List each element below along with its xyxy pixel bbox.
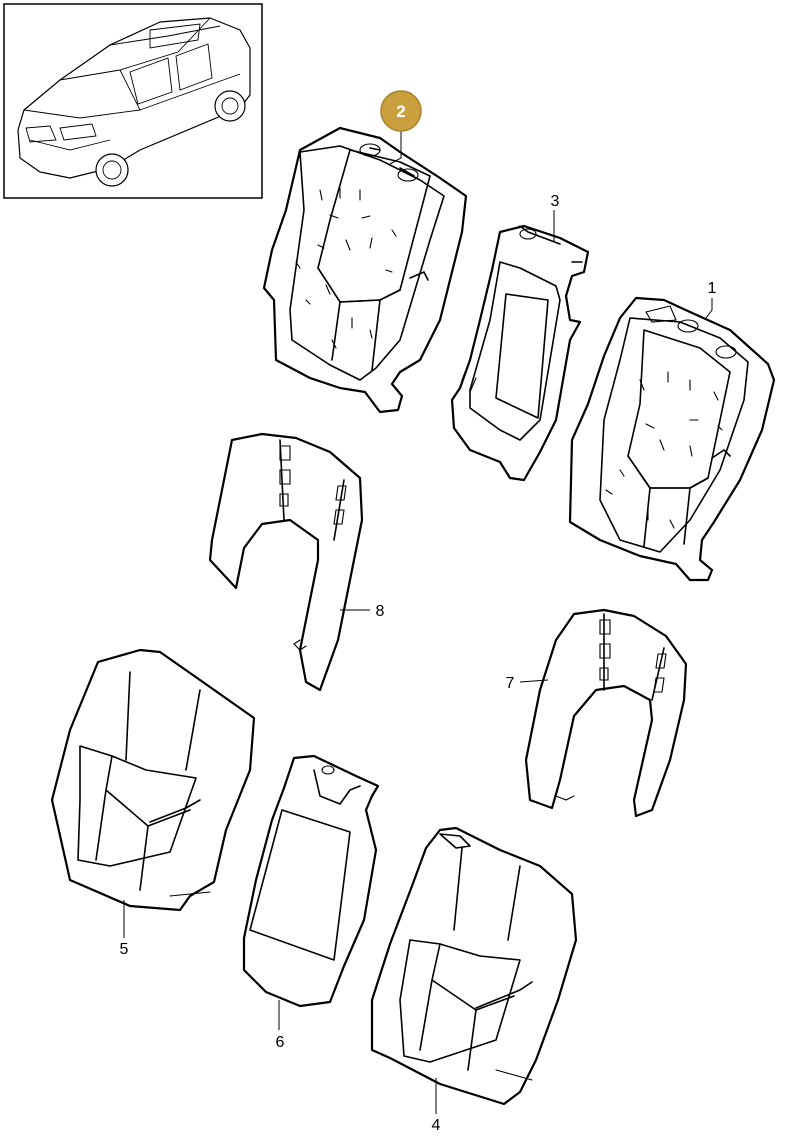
- part-7-backrest-bolster[interactable]: [524, 608, 688, 818]
- part-8-backrest-bolster[interactable]: [208, 432, 364, 692]
- callout-3-label[interactable]: 3: [551, 193, 560, 210]
- callout-8-label[interactable]: 8: [376, 603, 385, 620]
- leader-line-1: [705, 298, 713, 319]
- callout-4-label[interactable]: 4: [432, 1117, 441, 1134]
- leader-line-7: [519, 679, 549, 683]
- part-2-backrest-frame[interactable]: [262, 126, 468, 414]
- part-4-backrest-cover[interactable]: [370, 826, 578, 1106]
- callout-2-label: 2: [396, 102, 405, 121]
- vehicle-thumbnail: [3, 3, 263, 199]
- suv-vehicle-outline: [17, 17, 251, 187]
- part-1-backrest-frame[interactable]: [568, 296, 776, 582]
- callout-1-label[interactable]: 1: [708, 280, 717, 297]
- callout-5-label[interactable]: 5: [120, 941, 129, 958]
- part-6-backrest-panel[interactable]: [242, 754, 380, 1008]
- callout-2-circle: [380, 90, 422, 132]
- leader-lines: [123, 124, 713, 1114]
- callout-6-label[interactable]: 6: [276, 1034, 285, 1051]
- part-3-backrest-frame[interactable]: [450, 224, 590, 482]
- leader-line-2: [389, 124, 402, 165]
- part-5-backrest-cover[interactable]: [50, 648, 256, 912]
- callout-7-label[interactable]: 7: [506, 675, 515, 692]
- callout-2-badge[interactable]: 2: [380, 90, 422, 132]
